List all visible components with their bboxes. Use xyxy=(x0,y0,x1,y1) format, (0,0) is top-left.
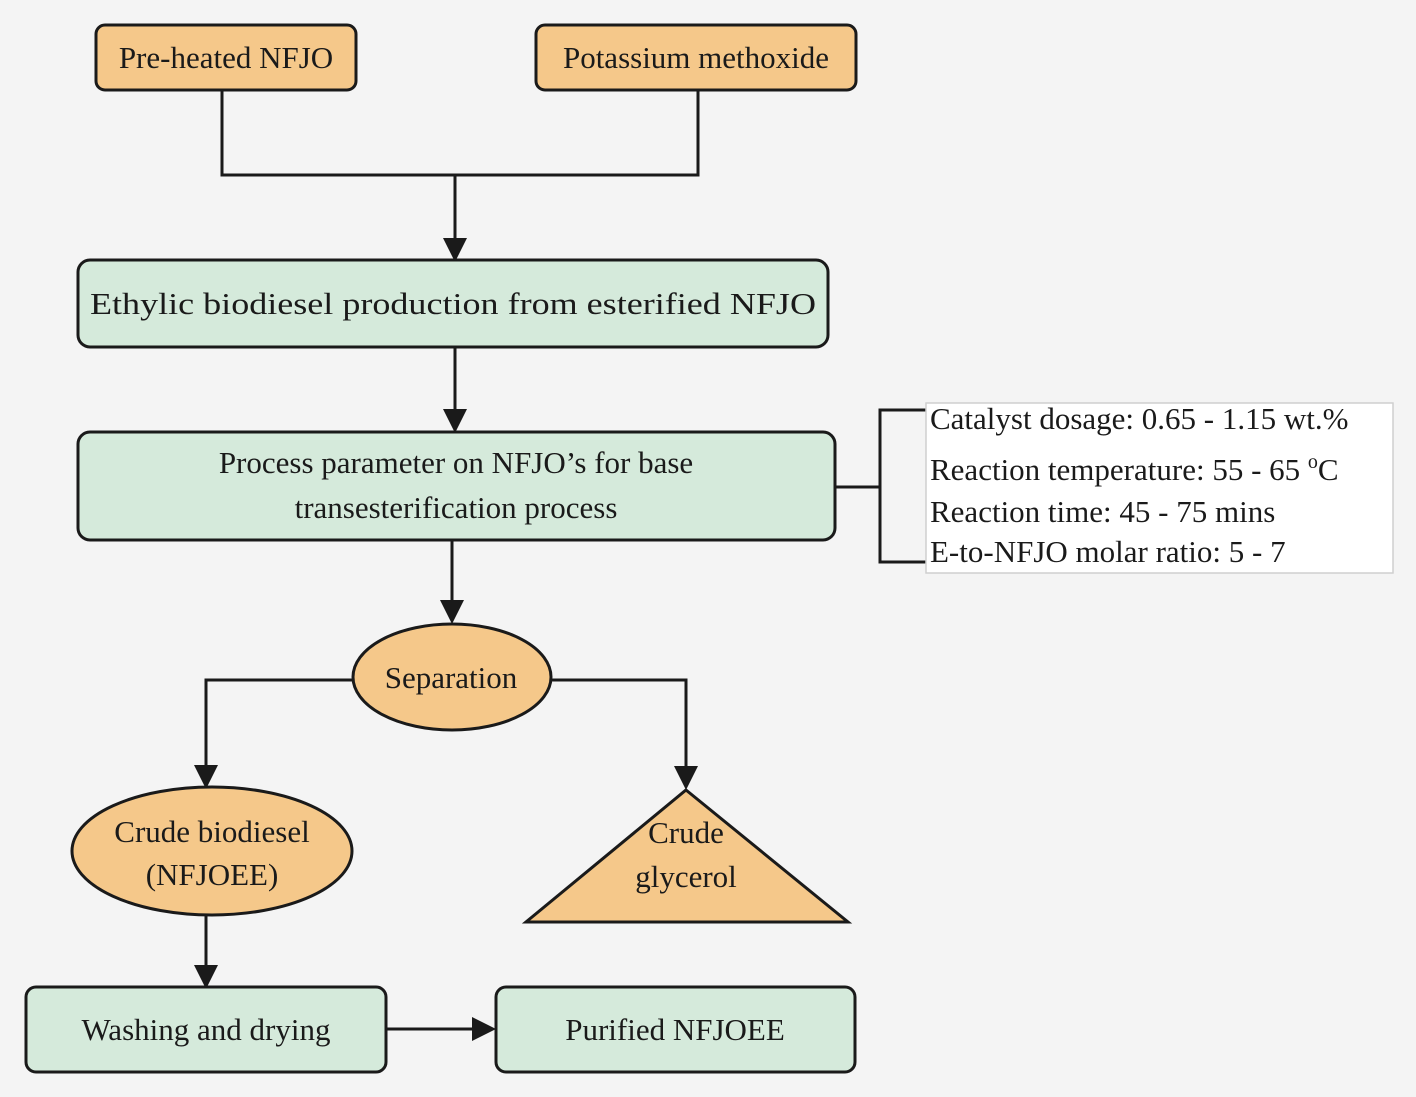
arrowhead-down-icon xyxy=(194,965,218,989)
node-label: Washing and drying xyxy=(82,1012,331,1047)
node-label-line1: Crude xyxy=(648,815,724,850)
node-label-line1: Process parameter on NFJO’s for base xyxy=(219,445,693,480)
node-potassium-methoxide: Potassium methoxide xyxy=(534,23,858,92)
node-crude-biodiesel: Crude biodiesel (NFJOEE) xyxy=(70,785,354,917)
node-label-line2: transesterification process xyxy=(295,490,618,525)
connector-preheated-to-join xyxy=(220,90,455,177)
connector-separation-to-biodiesel xyxy=(204,678,353,767)
arrowhead-down-icon xyxy=(440,600,464,624)
arrowhead-down-icon xyxy=(443,409,467,433)
parameters-bracket xyxy=(878,408,926,564)
node-label: Potassium methoxide xyxy=(563,40,829,75)
node-label: Ethylic biodiesel production from esteri… xyxy=(90,286,816,321)
node-crude-glycerol: Crude glycerol xyxy=(521,788,853,924)
node-label: Purified NFJOEE xyxy=(565,1012,785,1047)
arrowheads xyxy=(194,238,698,1041)
parameter-reaction-temperature: Reaction temperature: 55 - 65 oC xyxy=(930,451,1339,487)
temperature-label: Reaction temperature: 55 - 65 xyxy=(930,452,1308,487)
node-label: Separation xyxy=(385,660,518,695)
arrowhead-down-icon xyxy=(194,765,218,789)
node-purified-nfjoee: Purified NFJOEE xyxy=(494,985,857,1074)
node-label-line2: (NFJOEE) xyxy=(146,857,279,892)
degree-superscript: o xyxy=(1308,451,1318,473)
node-preheated-nfjo: Pre-heated NFJO xyxy=(94,23,358,92)
parameters-box: Catalyst dosage: 0.65 - 1.15 wt.% Reacti… xyxy=(925,401,1394,574)
node-ethylic-biodiesel-production: Ethylic biodiesel production from esteri… xyxy=(76,258,830,349)
arrowhead-down-icon xyxy=(443,238,467,262)
parameter-molar-ratio: E-to-NFJO molar ratio: 5 - 7 xyxy=(930,534,1286,569)
parameter-reaction-time: Reaction time: 45 - 75 mins xyxy=(930,494,1275,529)
node-label: Pre-heated NFJO xyxy=(119,40,333,75)
temperature-unit: C xyxy=(1318,452,1339,487)
node-label-line1: Crude biodiesel xyxy=(114,814,309,849)
node-separation: Separation xyxy=(351,622,553,732)
node-process-parameter: Process parameter on NFJO’s for base tra… xyxy=(76,430,837,542)
node-label-line2: glycerol xyxy=(635,859,737,894)
connector-methoxide-to-join xyxy=(455,90,700,177)
arrowhead-right-icon xyxy=(472,1017,496,1041)
connector-separation-to-glycerol xyxy=(552,678,688,769)
parameter-catalyst-dosage: Catalyst dosage: 0.65 - 1.15 wt.% xyxy=(930,401,1348,436)
arrowhead-down-icon xyxy=(674,766,698,790)
connectors xyxy=(204,90,926,1031)
node-washing-and-drying: Washing and drying xyxy=(24,985,388,1074)
